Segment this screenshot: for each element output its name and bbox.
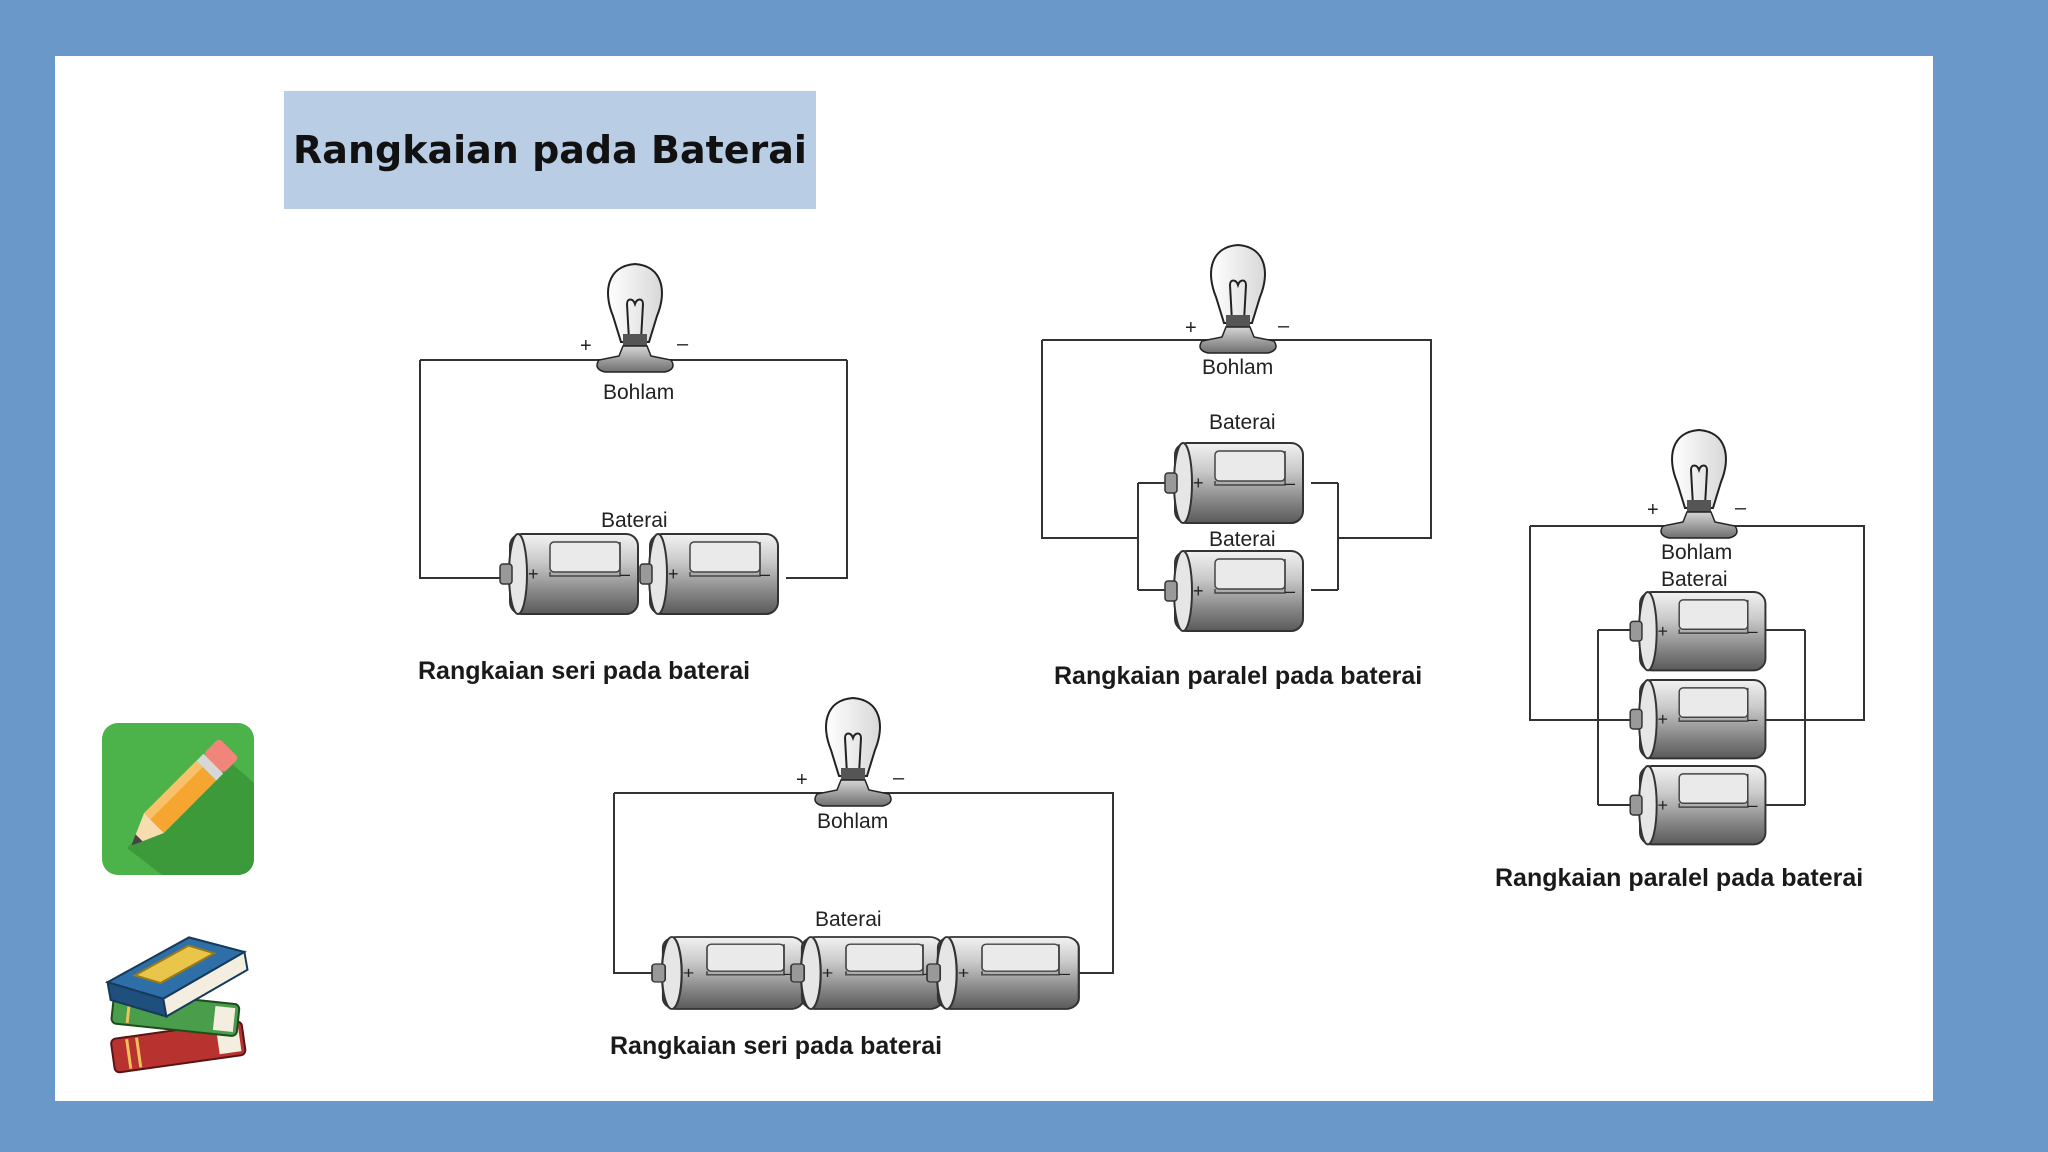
circuit-series-2: + – Bohlam Baterai Rangkaian seri pada b… [418, 263, 848, 685]
battery-icon [1629, 679, 1767, 760]
minus-sign: – [1278, 315, 1290, 337]
diagram-caption: Rangkaian seri pada baterai [610, 1032, 942, 1060]
slide-canvas: Rangkaian pada Baterai [55, 56, 1933, 1101]
bulb-label: Bohlam [817, 810, 888, 833]
bulb-icon [596, 263, 674, 373]
bulb-icon [1660, 429, 1738, 539]
circuit-series-3: + – Bohlam Baterai Rangkaian seri pada b… [610, 697, 1114, 1060]
battery-icon [1629, 765, 1767, 846]
battery-icon [789, 935, 944, 1011]
bulb-icon [814, 697, 892, 807]
circuit-diagrams: + – + – Bohlam Baterai Rangkaian seri pa… [418, 244, 1865, 1060]
bulb-label: Bohlam [1202, 356, 1273, 379]
minus-sign: – [1735, 497, 1747, 519]
bulb-label: Bohlam [1661, 541, 1732, 564]
battery-icon [650, 935, 805, 1011]
pencil-icon[interactable] [102, 723, 254, 875]
minus-sign: – [893, 767, 905, 789]
books-icon [97, 918, 257, 1078]
diagram-caption: Rangkaian paralel pada baterai [1054, 662, 1422, 690]
slide-title: Rangkaian pada Baterai [293, 128, 807, 172]
circuit-parallel-3: + – Bohlam Baterai Rangkaian paralel pad… [1495, 429, 1865, 892]
diagram-caption: Rangkaian paralel pada baterai [1495, 864, 1863, 892]
title-box: Rangkaian pada Baterai [284, 91, 816, 209]
battery-label: Baterai [1209, 411, 1276, 434]
battery-label: Baterai [815, 908, 882, 931]
circuit-parallel-2: + – Bohlam Baterai Baterai Rangkaian par… [1041, 244, 1432, 690]
plus-sign: + [796, 769, 808, 791]
battery-icon [925, 935, 1080, 1011]
battery-icon [499, 533, 639, 615]
plus-sign: + [1647, 499, 1659, 521]
battery-icon [1629, 591, 1767, 672]
minus-sign: – [677, 333, 689, 355]
plus-sign: + [1185, 317, 1197, 339]
battery-icon [1164, 442, 1304, 524]
bulb-label: Bohlam [603, 381, 674, 404]
battery-label: Baterai [1209, 528, 1276, 551]
battery-label: Baterai [601, 509, 668, 532]
diagram-caption: Rangkaian seri pada baterai [418, 657, 750, 685]
bulb-icon [1199, 244, 1277, 354]
battery-icon [1164, 550, 1304, 632]
plus-sign: + [580, 335, 592, 357]
battery-icon [639, 533, 779, 615]
battery-label: Baterai [1661, 568, 1728, 591]
